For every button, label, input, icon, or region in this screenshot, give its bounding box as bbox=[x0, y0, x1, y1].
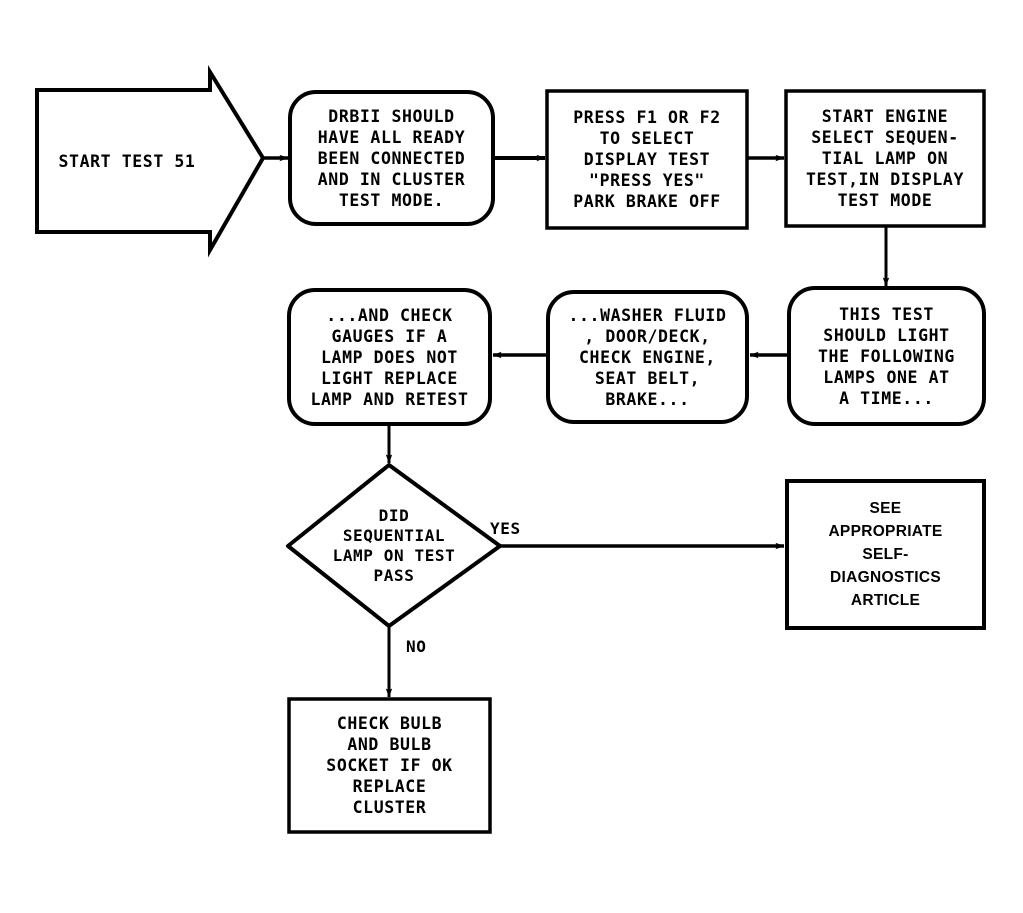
check-bulb-and-socket-shape[interactable] bbox=[287, 697, 492, 834]
washer-fluid-lamp-list-shape[interactable] bbox=[546, 290, 749, 424]
edge-label-yes: YES bbox=[490, 519, 521, 538]
see-appropriate-self-diagnostics-article-shape[interactable] bbox=[785, 479, 986, 630]
press-f1-or-f2-shape[interactable] bbox=[545, 89, 749, 230]
did-sequential-lamp-on-test-pass-shape[interactable] bbox=[286, 463, 502, 628]
this-test-should-light-shape[interactable] bbox=[787, 286, 986, 426]
start-engine-select-sequential-shape[interactable] bbox=[784, 89, 986, 228]
and-check-gauges-shape[interactable] bbox=[287, 288, 492, 426]
edge-label-no: NO bbox=[406, 637, 427, 656]
start-test-51-shape[interactable] bbox=[35, 64, 266, 258]
drbii-connected-shape[interactable] bbox=[288, 90, 495, 226]
